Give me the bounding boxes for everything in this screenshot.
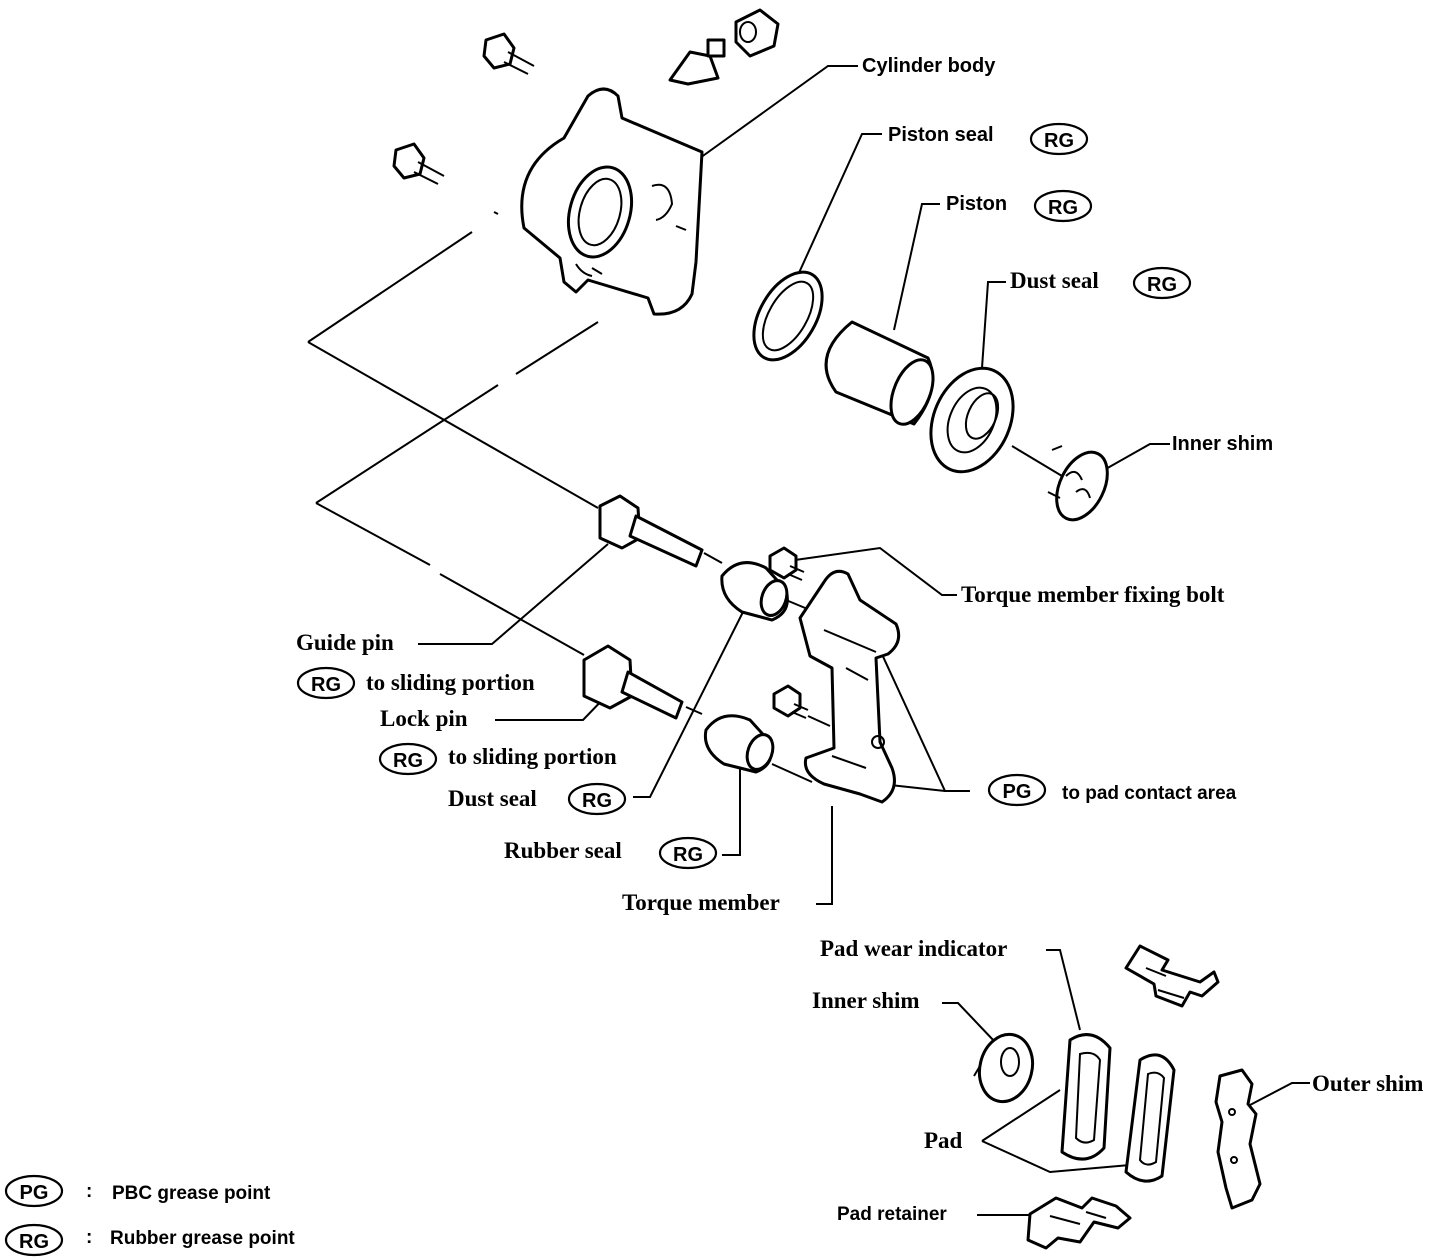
inner-shim-bottom — [973, 1032, 1035, 1104]
label-lock-pin-note: to sliding portion — [448, 744, 617, 769]
outer-shim — [1214, 1068, 1262, 1210]
guide-pin — [598, 494, 704, 568]
rg-badge-text: RG — [1048, 197, 1078, 219]
rg-badge-text: RG — [311, 674, 341, 696]
label-pad-wear-indicator: Pad wear indicator — [820, 936, 1007, 961]
legend-rg-badge-text: RG — [19, 1231, 49, 1253]
label-lock-pin: Lock pin — [380, 706, 468, 731]
rg-badge — [1033, 189, 1093, 223]
legend-pg-badge-text: PG — [20, 1182, 49, 1204]
bleeder-bolts — [392, 8, 780, 185]
label-torque-member-fixing-bolt: Torque member fixing bolt — [961, 582, 1225, 607]
rg-badge-text: RG — [1147, 274, 1177, 296]
legend-rg-text: Rubber grease point — [110, 1228, 295, 1249]
torque-member-fixing-bolts — [768, 546, 809, 719]
rg-badge — [296, 666, 356, 700]
legend-rg-badge — [4, 1223, 64, 1257]
legend: PG : PBC grease point RG : Rubber grease… — [4, 1174, 295, 1257]
pg-badge-text: PG — [1003, 781, 1032, 803]
label-dust-seal-top: Dust seal — [1010, 268, 1099, 293]
legend-pg-badge — [4, 1174, 64, 1208]
dust-seal-boot — [720, 561, 789, 622]
rubber-seal — [703, 714, 775, 774]
label-pad-retainer: Pad retainer — [837, 1204, 947, 1225]
brake-pads — [1060, 1033, 1176, 1183]
rg-badge — [567, 782, 627, 816]
assembly-axis-lines — [307, 211, 1063, 783]
rg-badge-text: RG — [1044, 130, 1074, 152]
part-labels: Cylinder body Piston seal RG Piston RG D… — [296, 55, 1423, 1225]
label-pad: Pad — [924, 1128, 963, 1153]
inner-shim-top — [1047, 445, 1109, 522]
label-torque-member: Torque member — [622, 890, 780, 915]
label-cylinder-body: Cylinder body — [862, 55, 996, 77]
rg-badge-text: RG — [673, 844, 703, 866]
label-outer-shim: Outer shim — [1312, 1071, 1423, 1096]
legend-separator: : — [86, 1227, 92, 1248]
label-inner-shim-top: Inner shim — [1172, 433, 1273, 455]
leader-lines — [418, 65, 1310, 1216]
rg-badge — [1029, 122, 1089, 156]
torque-member — [798, 569, 901, 804]
label-piston: Piston — [946, 193, 1007, 215]
pad-retainer — [1026, 1196, 1132, 1250]
label-guide-pin: Guide pin — [296, 630, 394, 655]
label-dust-seal-bottom: Dust seal — [448, 786, 537, 811]
legend-separator: : — [86, 1181, 92, 1202]
label-pg-note: to pad contact area — [1062, 783, 1237, 804]
label-rubber-seal: Rubber seal — [504, 838, 622, 863]
label-piston-seal: Piston seal — [888, 124, 994, 146]
dust-seal-top — [929, 366, 1015, 474]
rg-badge — [1132, 266, 1192, 300]
label-guide-pin-note: to sliding portion — [366, 670, 535, 695]
legend-pg-text: PBC grease point — [112, 1183, 271, 1204]
piston-seal-ring — [752, 270, 824, 362]
cylinder-body — [520, 87, 704, 316]
label-inner-shim-bottom: Inner shim — [812, 988, 920, 1013]
rg-badge-text: RG — [393, 750, 423, 772]
pad-spring — [1124, 944, 1220, 1008]
piston — [824, 320, 935, 426]
rg-badge — [658, 836, 718, 870]
rg-badge — [378, 742, 438, 776]
rg-badge-text: RG — [582, 790, 612, 812]
pg-badge — [987, 773, 1047, 807]
lock-pin — [582, 644, 684, 720]
